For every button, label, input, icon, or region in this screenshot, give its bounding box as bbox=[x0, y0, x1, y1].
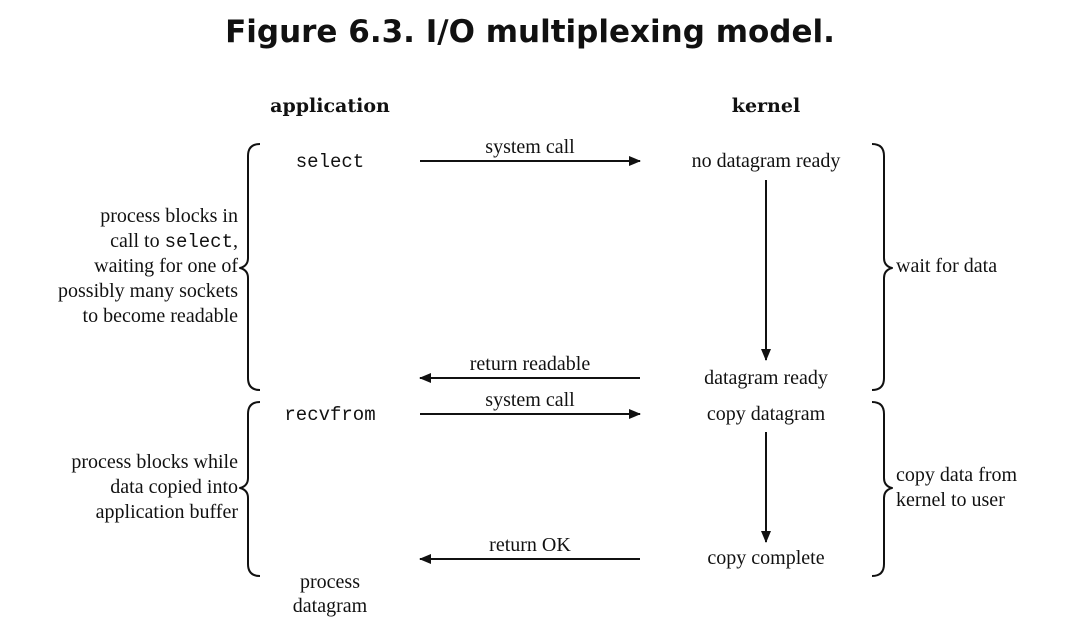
no-datagram-ready-label: no datagram ready bbox=[692, 150, 841, 172]
blocks-select-line-5: to become readable bbox=[83, 305, 239, 327]
left-brace-select-block bbox=[239, 143, 261, 391]
application-header: application bbox=[270, 95, 390, 117]
return-ok-label: return OK bbox=[489, 534, 571, 556]
copy-data-note-line-1: copy data from bbox=[896, 464, 1018, 486]
blocks-copy-line-1: process blocks while bbox=[71, 451, 238, 473]
blocks-in-select-note: process blocks in call to select, waitin… bbox=[58, 205, 238, 327]
process-datagram-line-2: datagram bbox=[293, 595, 368, 617]
left-brace-copy-block bbox=[239, 401, 261, 577]
blocks-copy-line-3: application buffer bbox=[96, 501, 239, 523]
copy-datagram-label: copy datagram bbox=[707, 403, 826, 425]
copy-complete-label: copy complete bbox=[707, 547, 824, 569]
kernel-header: kernel bbox=[732, 95, 800, 117]
right-brace-wait bbox=[871, 143, 893, 391]
blocks-select-line-2: call to select, bbox=[110, 230, 238, 253]
blocks-select-line-3: waiting for one of bbox=[94, 255, 238, 277]
copy-data-note-line-2: kernel to user bbox=[896, 489, 1005, 511]
blocks-select-line-4: possibly many sockets bbox=[58, 280, 238, 302]
blocks-select-line-1: process blocks in bbox=[100, 205, 238, 227]
wait-for-data-note: wait for data bbox=[896, 255, 997, 277]
blocks-copy-line-2: data copied into bbox=[110, 476, 238, 498]
system-call-label-2: system call bbox=[485, 389, 575, 411]
datagram-ready-label: datagram ready bbox=[704, 367, 828, 389]
blocks-while-copy-note: process blocks while data copied into ap… bbox=[71, 451, 238, 523]
process-datagram-line-1: process bbox=[300, 571, 360, 593]
return-readable-label: return readable bbox=[470, 353, 591, 375]
select-call: select bbox=[296, 151, 364, 173]
right-brace-copy bbox=[871, 401, 893, 577]
figure-title: Figure 6.3. I/O multiplexing model. bbox=[225, 14, 835, 50]
system-call-label-1: system call bbox=[485, 136, 575, 158]
recvfrom-call: recvfrom bbox=[284, 404, 375, 426]
